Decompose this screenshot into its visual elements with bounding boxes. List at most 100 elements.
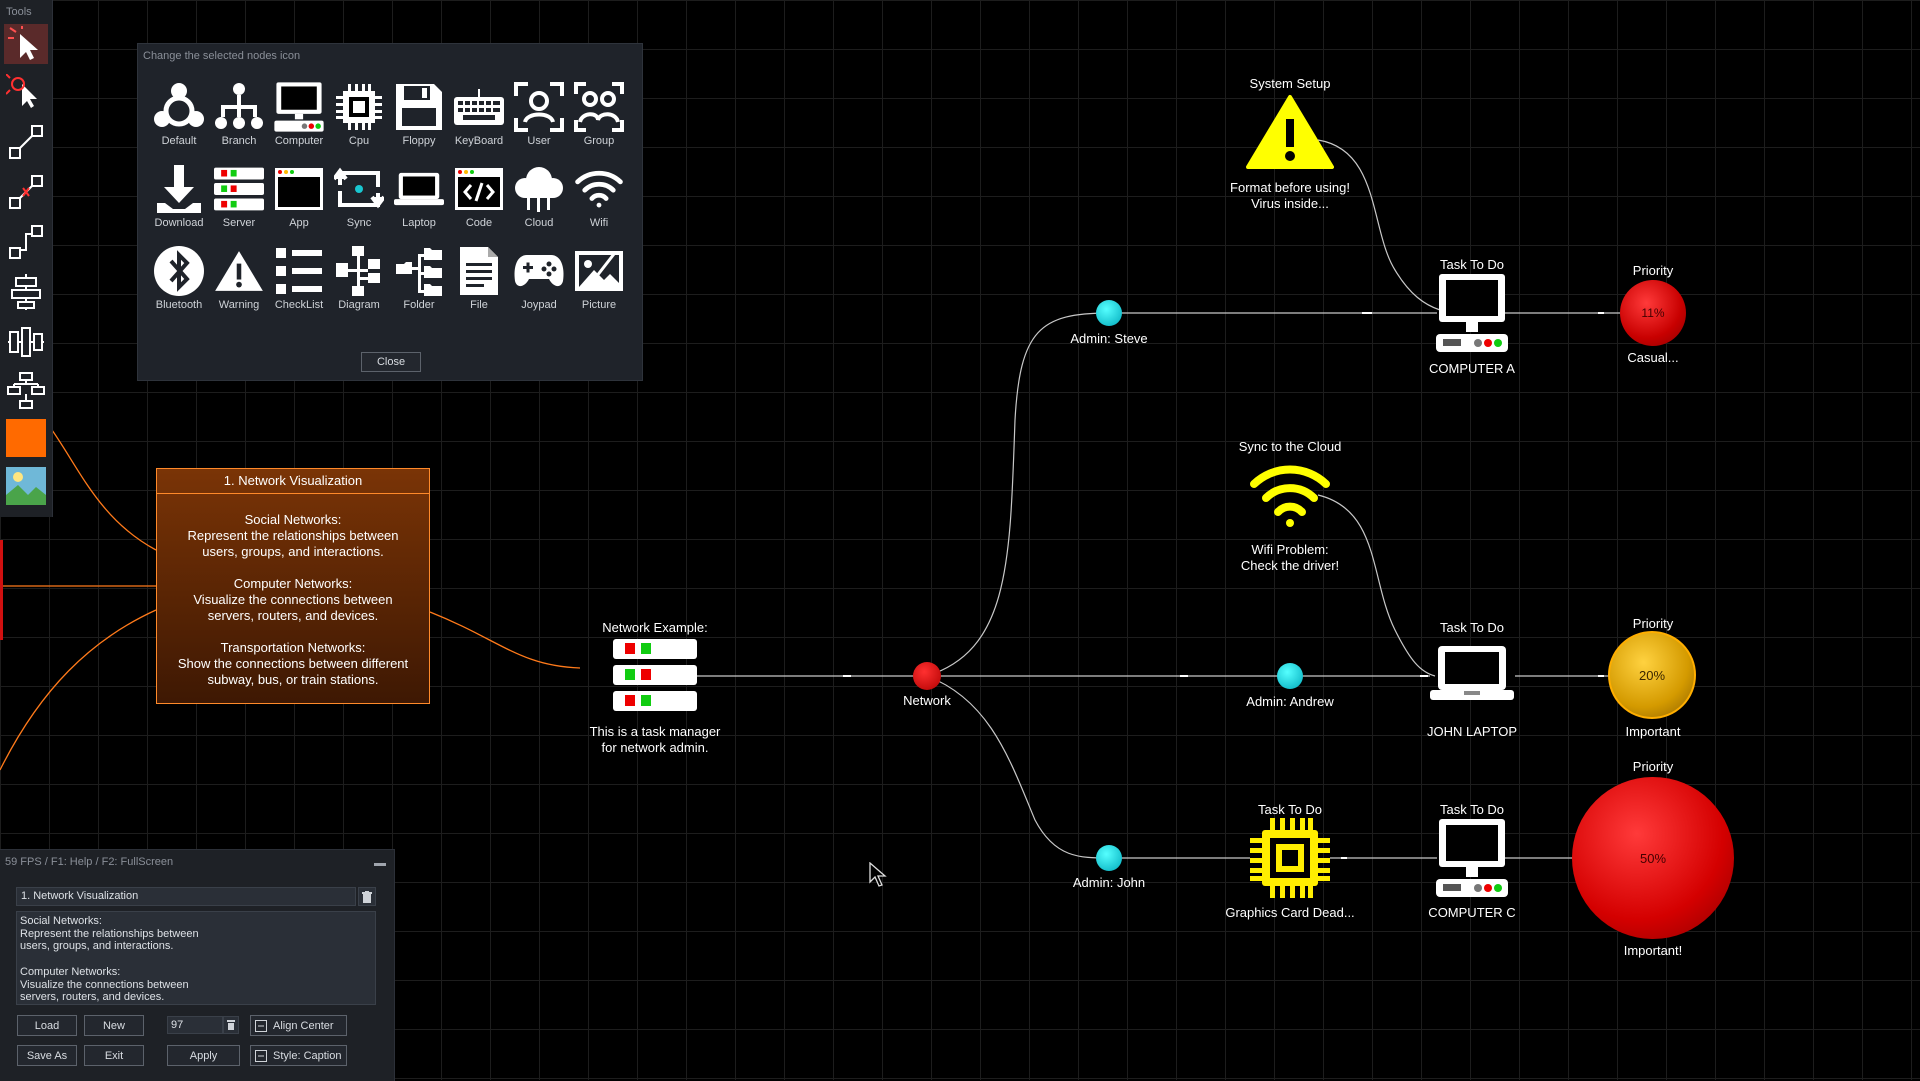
admin-andrew-node[interactable] (1277, 663, 1303, 689)
sync-icon (334, 167, 384, 209)
icon-option-app[interactable]: App (270, 162, 328, 238)
icon-option-label: Folder (403, 299, 435, 311)
icon-option-branch[interactable]: Branch (210, 80, 268, 156)
icon-option-diagram[interactable]: Diagram (330, 244, 388, 320)
node-editor-panel: 59 FPS / F1: Help / F2: FullScreen 1. Ne… (0, 849, 395, 1081)
icon-option-joypad[interactable]: Joypad (510, 244, 568, 320)
tree-layout-tool-button[interactable] (4, 370, 48, 410)
priority-2-top-label: Priority (1632, 616, 1674, 631)
priority-1-value: 11% (1641, 306, 1665, 320)
icon-option-download[interactable]: Download (150, 162, 208, 238)
server-node-label-1: This is a task manager (589, 724, 721, 739)
node-description-textarea[interactable]: Social Networks: Represent the relations… (16, 911, 376, 1005)
wifi-node-label-2: Check the driver! (1240, 558, 1340, 573)
icon-option-label: User (527, 135, 551, 147)
warning-icon (215, 251, 263, 291)
apply-button[interactable]: Apply (167, 1045, 240, 1066)
pointer-select-icon (8, 26, 38, 60)
icon-option-group[interactable]: Group (570, 80, 628, 156)
admin-andrew-label: Admin: Andrew (1246, 694, 1334, 709)
icon-option-picture[interactable]: Picture (570, 244, 628, 320)
icon-option-label: Code (465, 217, 493, 229)
icon-option-label: Computer (274, 135, 324, 147)
icon-option-sync[interactable]: Sync (330, 162, 388, 238)
note-line: Social Networks: (244, 512, 342, 527)
load-button[interactable]: Load (17, 1015, 77, 1036)
node-color-button[interactable] (4, 418, 48, 458)
diagram-icon (336, 246, 380, 296)
icon-option-folder[interactable]: Folder (390, 244, 448, 320)
icon-option-bluetooth[interactable]: Bluetooth (150, 244, 208, 320)
font-size-stepper[interactable] (223, 1016, 239, 1034)
icon-option-laptop[interactable]: Laptop (390, 162, 448, 238)
align-center-button[interactable]: Align Center (250, 1015, 347, 1036)
priority-3-top-label: Priority (1632, 759, 1674, 774)
mouse-cursor-icon (869, 861, 889, 893)
server-icon[interactable] (613, 638, 697, 717)
icon-option-computer[interactable]: Computer (270, 80, 328, 156)
note-line: users, groups, and interactions. (202, 544, 384, 559)
align-horizontal-tool-button[interactable] (4, 322, 48, 362)
file-icon (460, 247, 498, 295)
priority-1-node[interactable]: 11% (1620, 280, 1686, 346)
icon-option-user[interactable]: User (510, 80, 568, 156)
cpu-icon[interactable] (1248, 816, 1332, 905)
picture-icon (575, 251, 623, 291)
computer-icon[interactable] (1436, 817, 1508, 904)
wifi-node-top-label: Sync to the Cloud (1238, 439, 1342, 454)
network-node[interactable] (913, 662, 941, 690)
unlink-nodes-tool-button[interactable] (4, 172, 48, 212)
priority-3-value: 50% (1639, 850, 1667, 866)
wifi-icon[interactable] (1248, 462, 1332, 535)
warning-node-top-label: System Setup (1249, 76, 1331, 91)
unlink-nodes-icon (9, 175, 43, 209)
priority-3-node[interactable]: 50% (1572, 777, 1734, 939)
minimize-panel-icon[interactable] (374, 863, 386, 866)
icon-option-cloud[interactable]: Cloud (510, 162, 568, 238)
note-line: Transportation Networks: (220, 640, 366, 655)
multi-select-tool-button[interactable] (4, 72, 48, 112)
laptop-label: JOHN LAPTOP (1426, 724, 1518, 739)
icon-option-cpu[interactable]: Cpu (330, 80, 388, 156)
computer-c-label: COMPUTER C (1428, 905, 1516, 920)
icon-panel-close-button[interactable]: Close (361, 352, 421, 372)
computer-icon[interactable] (1436, 272, 1508, 359)
style-caption-button[interactable]: Style: Caption (250, 1045, 347, 1066)
icon-option-label: Laptop (402, 217, 436, 229)
reroute-link-tool-button[interactable] (4, 222, 48, 262)
save-as-button[interactable]: Save As (17, 1045, 77, 1066)
warning-node-label-1: Format before using! (1230, 180, 1350, 195)
node-title-input[interactable]: 1. Network Visualization (16, 887, 356, 906)
priority-2-node[interactable]: 20% (1608, 631, 1696, 719)
icon-option-file[interactable]: File (450, 244, 508, 320)
icon-option-label: Joypad (521, 299, 557, 311)
icon-option-code[interactable]: Code (450, 162, 508, 238)
link-nodes-tool-button[interactable] (4, 122, 48, 162)
delete-node-button[interactable] (358, 887, 376, 906)
admin-john-node[interactable] (1096, 845, 1122, 871)
server-node-label-2: for network admin. (601, 740, 709, 755)
font-size-input[interactable]: 97 (167, 1016, 223, 1034)
icon-option-floppy[interactable]: Floppy (390, 80, 448, 156)
icon-option-keyboard[interactable]: KeyBoard (450, 80, 508, 156)
select-tool-button[interactable] (4, 24, 48, 64)
icon-option-default[interactable]: Default (150, 80, 208, 156)
align-vertical-tool-button[interactable] (4, 272, 48, 312)
priority-2-label: Important (1625, 724, 1681, 739)
admin-steve-node[interactable] (1096, 300, 1122, 326)
icon-option-warning[interactable]: Warning (210, 244, 268, 320)
background-image-button[interactable] (4, 466, 48, 506)
icon-option-checklist[interactable]: CheckList (270, 244, 328, 320)
keyboard-icon (454, 89, 504, 125)
exit-button[interactable]: Exit (84, 1045, 144, 1066)
icon-option-label: Default (161, 135, 197, 147)
note-line: Visualize the connections between (193, 592, 393, 607)
icon-option-wifi[interactable]: Wifi (570, 162, 628, 238)
toolbar-title: Tools (6, 6, 32, 18)
laptop-icon[interactable] (1430, 644, 1514, 707)
icon-option-server[interactable]: Server (210, 162, 268, 238)
new-button[interactable]: New (84, 1015, 144, 1036)
color-swatch (6, 419, 46, 457)
warning-icon[interactable] (1246, 94, 1334, 175)
network-visualization-note[interactable]: 1. Network Visualization Social Networks… (156, 468, 430, 704)
